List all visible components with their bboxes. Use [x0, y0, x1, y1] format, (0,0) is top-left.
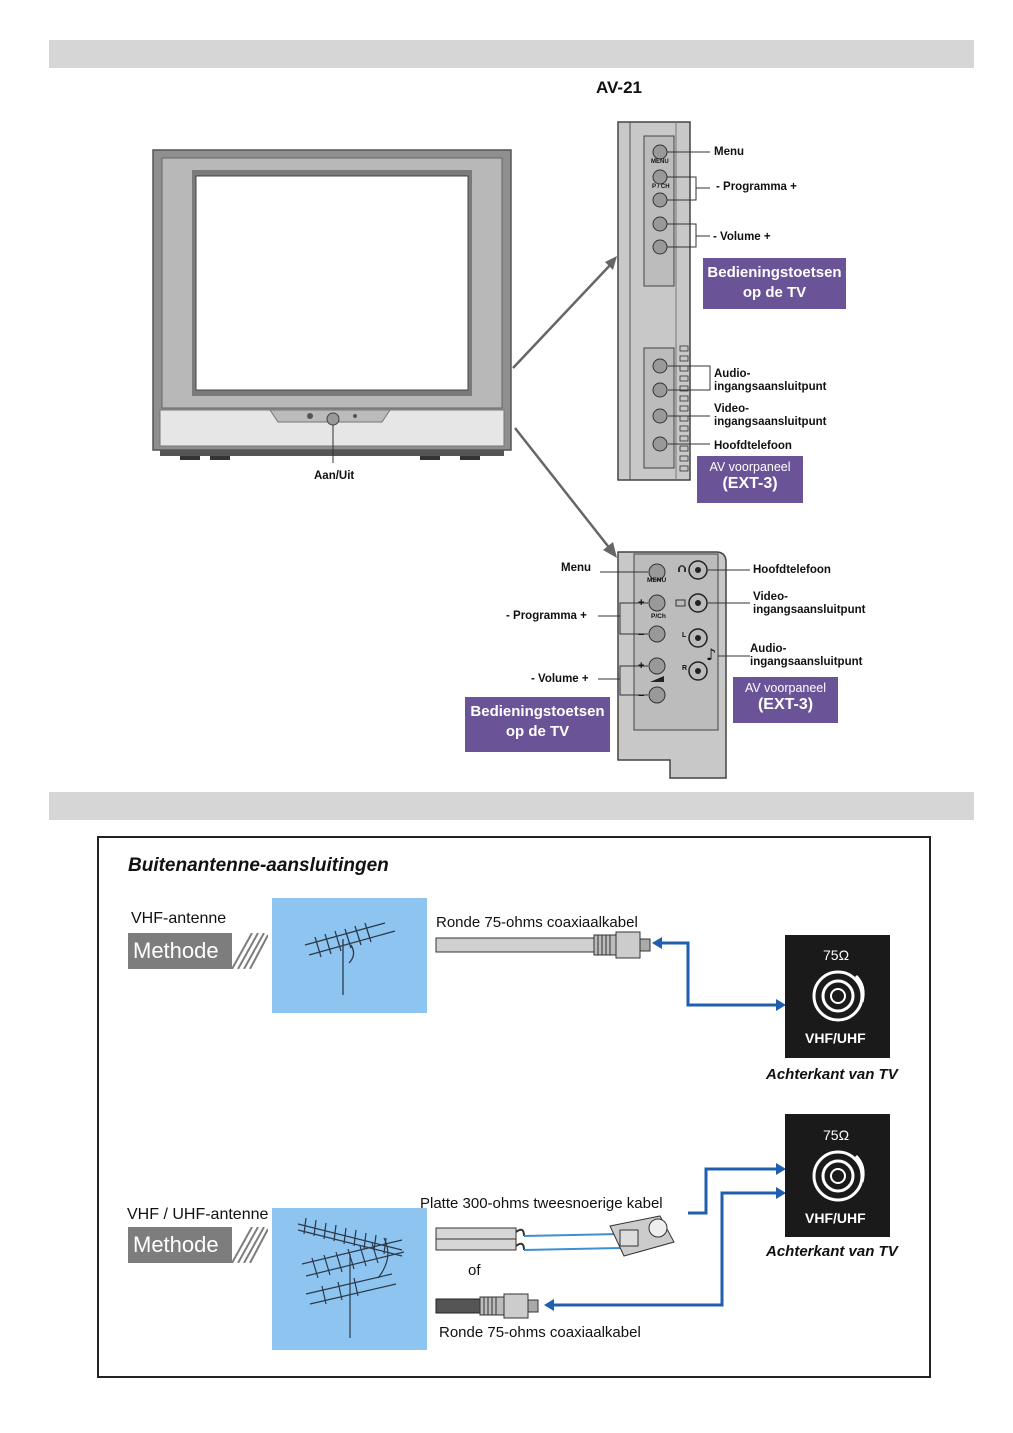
front-av-box: AV voorpaneel (EXT-3) [733, 677, 838, 723]
front-controls-box: Bedieningstoetsen op de TV [465, 697, 610, 752]
method2-flat-cable [435, 1215, 675, 1257]
side-controls-line2: op de TV [742, 284, 807, 301]
svg-text:−: − [638, 690, 644, 702]
socket1-label: VHF/UHF [805, 1030, 866, 1046]
method2-badge: Methode 2 [128, 1227, 232, 1293]
antenna-title: Buitenantenne-aansluitingen [128, 855, 389, 876]
front-panel-leaders [598, 569, 750, 680]
method2-badge-text: Methode 2 [133, 1232, 219, 1293]
method1-cable-label: Ronde 75-ohms coaxiaalkabel [436, 914, 638, 931]
side-button-menu-label: MENU [651, 159, 669, 165]
socket2-caption: Achterkant van TV [766, 1243, 898, 1260]
side-av-box: AV voorpaneel (EXT-3) [697, 456, 803, 503]
method1-antenna-label: VHF-antenne [131, 910, 227, 927]
front-volume-label: - Volume + [531, 673, 589, 685]
front-video-line1: Video- [753, 591, 788, 603]
front-av-line1: AV voorpaneel [744, 681, 827, 695]
socket1-caption: Achterkant van TV [766, 1066, 898, 1083]
front-video-line2: ingangsaansluitpunt [753, 604, 866, 616]
socket2-ohm: 75Ω [823, 1127, 850, 1143]
section-header-bar-top [49, 40, 974, 68]
method2-coax-cable-label: Ronde 75-ohms coaxiaalkabel [439, 1324, 641, 1341]
vhf-uhf-antenna-icon [297, 1217, 405, 1338]
model-title: AV-21 [596, 78, 642, 97]
front-panel-illustration: + − + − ♪ [617, 551, 727, 779]
side-volume-label: - Volume + [713, 231, 771, 243]
front-controls-line2: op de TV [505, 723, 570, 740]
method2-badge-stripes [231, 1227, 268, 1263]
socket2-connector-icon [812, 1150, 865, 1202]
front-headphone-label: Hoofdtelefoon [753, 564, 831, 576]
front-audio-label: Audio- ingangsaansluitpunt [750, 643, 862, 669]
front-menu-label: Menu [561, 562, 592, 574]
front-jack-r-label: R [682, 665, 688, 672]
tv-socket-1 [785, 935, 890, 1058]
method2-antenna-label: VHF / UHF-antenne [127, 1206, 269, 1223]
method1-badge-text: Methode 1 [133, 938, 219, 999]
socket1-connector-icon [812, 970, 865, 1022]
front-programme-label: - Programma + [506, 610, 587, 622]
method2-arrows [544, 1163, 786, 1311]
front-av-line2: (EXT-3) [757, 696, 814, 713]
side-video-line1: Video- [714, 403, 749, 415]
svg-text:♪: ♪ [706, 645, 716, 664]
front-audio-line1: Audio- [750, 643, 787, 655]
side-panel-illustration [617, 121, 696, 481]
side-audio-line2: ingangsaansluitpunt [714, 381, 827, 393]
side-menu-label: Menu [714, 146, 745, 158]
side-audio-line1: Audio- [714, 368, 751, 380]
zoom-arrows [512, 256, 617, 558]
side-audio-label: Audio- ingangsaansluitpunt [714, 368, 826, 394]
method1-badge-stripes [231, 933, 268, 969]
antenna-frame [97, 836, 931, 1378]
side-panel-leaders [668, 151, 711, 445]
power-label: Aan/Uit [314, 470, 355, 482]
front-audio-line2: ingangsaansluitpunt [750, 656, 863, 668]
svg-text:+: + [638, 660, 644, 672]
method2-flat-cable-label: Platte 300-ohms tweesnoerige kabel [420, 1195, 663, 1212]
section-header-bar-bottom [49, 792, 974, 820]
socket1-ohm: 75Ω [823, 947, 850, 963]
side-av-line1: AV voorpaneel [709, 460, 791, 474]
side-av-line2: (EXT-3) [722, 475, 778, 492]
side-programme-label: - Programma + [716, 181, 797, 193]
svg-text:−: − [638, 629, 644, 641]
front-video-label: Video- ingangsaansluitpunt [753, 591, 865, 617]
side-controls-box: Bedieningstoetsen op de TV [703, 258, 846, 309]
front-jack-l-label: L [682, 632, 687, 639]
method2-coax-cable [435, 1293, 539, 1319]
front-controls-line1: Bedieningstoetsen [470, 703, 605, 720]
method1-badge: Methode 1 [128, 933, 232, 999]
svg-text:+: + [638, 597, 644, 609]
side-video-label: Video- ingangsaansluitpunt [714, 403, 826, 429]
side-button-pch-label: P / CH [652, 184, 670, 190]
vhf-antenna-icon [304, 922, 396, 995]
method1-arrow [652, 937, 786, 1011]
method2-or-label: of [468, 1262, 481, 1279]
method1-sky [272, 898, 427, 1013]
method1-coax-cable [435, 931, 651, 959]
side-controls-line1: Bedieningstoetsen [707, 264, 842, 281]
socket2-label: VHF/UHF [805, 1210, 866, 1226]
tv-front-illustration [152, 149, 512, 463]
side-video-line2: ingangsaansluitpunt [714, 416, 827, 428]
tv-socket-2 [785, 1114, 890, 1237]
front-button-pch-label: P/Ch [651, 613, 666, 620]
front-button-menu-label: MENU [647, 577, 667, 584]
side-headphone-label: Hoofdtelefoon [714, 440, 792, 452]
